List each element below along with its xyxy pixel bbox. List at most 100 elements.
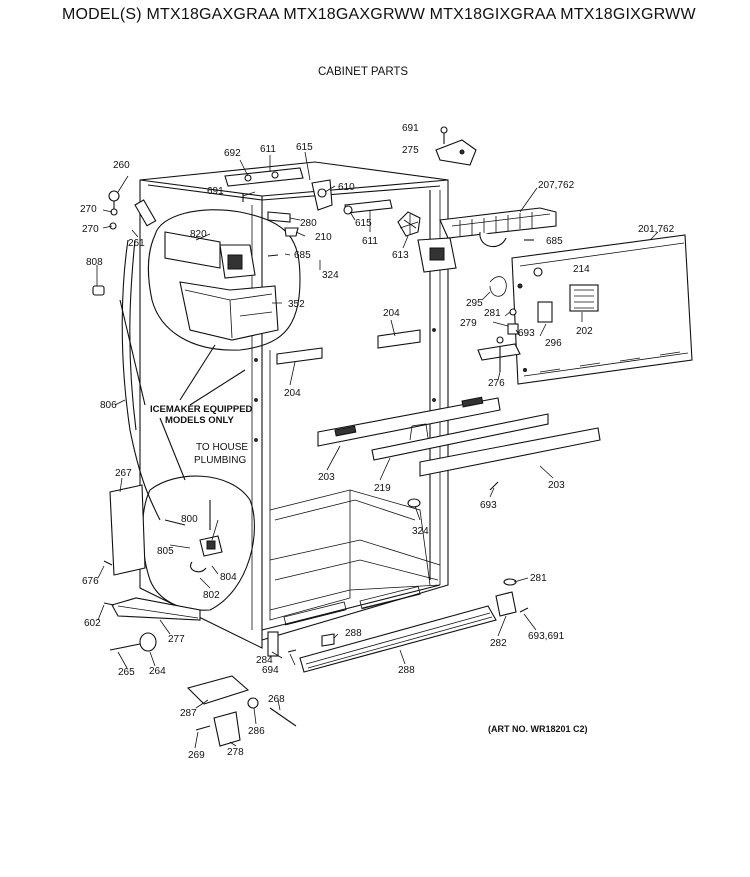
- part-288-grille: [299, 605, 497, 673]
- callout-808: 808: [86, 257, 103, 268]
- icemaker-outline: [147, 209, 301, 351]
- callout-278: 278: [227, 747, 244, 758]
- part-613-fan: [397, 211, 457, 273]
- callout-269: 269: [188, 750, 205, 761]
- part-284: [267, 631, 279, 657]
- callout-203-right: 203: [548, 480, 565, 491]
- callout-282: 282: [490, 638, 507, 649]
- section-title: CABINET PARTS: [318, 66, 409, 78]
- callout-296: 296: [545, 338, 562, 349]
- part-277: [111, 597, 201, 621]
- screw-693-mid: [489, 481, 499, 491]
- fill-tube: [121, 239, 161, 521]
- tube-261: [134, 199, 157, 227]
- plumbing-note-line2: PLUMBING: [194, 455, 246, 466]
- callout-352: 352: [288, 299, 305, 310]
- callout-685-right: 685: [546, 236, 563, 247]
- callout-277: 277: [168, 634, 185, 645]
- cabinet-shell: [139, 161, 449, 649]
- callout-203-left: 203: [318, 472, 335, 483]
- part-288-clip: [321, 633, 335, 647]
- callout-280: 280: [300, 218, 317, 229]
- water-valve-parts: [164, 500, 223, 573]
- rail-203-right: [419, 427, 601, 477]
- part-281-top: [509, 308, 517, 316]
- callout-685-mid: 685: [294, 250, 311, 261]
- part-267-panel: [109, 484, 146, 576]
- part-287-plate: [186, 675, 250, 705]
- callout-202: 202: [576, 326, 593, 337]
- callout-691-left: 691: [207, 186, 224, 197]
- callout-804: 804: [220, 572, 237, 583]
- part-204-right: [377, 329, 421, 349]
- callout-693-691: 693,691: [528, 631, 565, 642]
- models-header: MODEL(S) MTX18GAXGRAA MTX18GAXGRWW MTX18…: [62, 6, 696, 23]
- callout-214: 214: [573, 264, 590, 275]
- rail-203-left: [317, 396, 501, 447]
- part-269-screw: [195, 725, 211, 731]
- note-arrow-2: [189, 369, 246, 406]
- callout-275: 275: [402, 145, 419, 156]
- callout-279: 279: [460, 318, 477, 329]
- callout-260: 260: [113, 160, 130, 171]
- part-260: [108, 190, 120, 230]
- part-264-roller: [139, 632, 157, 652]
- callout-287: 287: [180, 708, 197, 719]
- callout-615-top: 615: [296, 142, 313, 153]
- top-hinge-parts: [224, 167, 393, 237]
- callout-276: 276: [488, 378, 505, 389]
- plumbing-note-line1: TO HOUSE: [196, 442, 248, 453]
- callout-281-top: 281: [484, 308, 501, 319]
- callout-615-mid: 615: [355, 218, 372, 229]
- callout-265: 265: [118, 667, 135, 678]
- leader-lines: [96, 151, 659, 749]
- callout-800: 800: [181, 514, 198, 525]
- callout-694: 694: [262, 665, 279, 676]
- callout-267: 267: [115, 468, 132, 479]
- part-808: [92, 285, 105, 296]
- callout-613: 613: [392, 250, 409, 261]
- part-282: [495, 591, 517, 617]
- callout-611-top: 611: [260, 144, 276, 155]
- callout-324-bot: 324: [412, 526, 429, 537]
- callout-611-mid: 611: [362, 236, 378, 247]
- callout-691-top: 691: [402, 123, 419, 134]
- callout-219: 219: [374, 483, 391, 494]
- part-204-left: [276, 347, 323, 365]
- callout-610: 610: [338, 182, 355, 193]
- part-265-rod: [109, 643, 141, 651]
- callout-284: 284: [256, 655, 273, 666]
- part-268-screw: [269, 707, 297, 727]
- callout-693-mid: 693: [480, 500, 497, 511]
- callout-802: 802: [203, 590, 220, 601]
- callout-324-top: 324: [322, 270, 339, 281]
- callout-692: 692: [224, 148, 241, 159]
- callout-201-762: 201,762: [638, 224, 675, 235]
- note-arrow-4: [119, 299, 146, 406]
- note-arrow-1: [179, 344, 216, 401]
- art-number: (ART NO. WR18201 C2): [488, 724, 588, 734]
- rail-219: [371, 413, 549, 461]
- icemaker-note-line1: ICEMAKER EQUIPPED: [150, 404, 253, 415]
- fill-tube-inner: [129, 239, 137, 431]
- part-286: [247, 697, 259, 709]
- callout-602: 602: [84, 618, 101, 629]
- part-278-leg: [213, 711, 241, 747]
- part-279: [507, 323, 519, 335]
- screw-694: [287, 649, 297, 653]
- callout-204-right: 204: [383, 308, 400, 319]
- callout-207-762: 207,762: [538, 180, 575, 191]
- callout-676: 676: [82, 576, 99, 587]
- part-207-duct: [439, 207, 557, 248]
- water-valve-outline: [141, 475, 255, 611]
- part-275-hinge: [435, 126, 477, 166]
- note-arrow-3: [159, 417, 186, 481]
- screw-693-691: [519, 607, 529, 613]
- callout-820: 820: [190, 229, 207, 240]
- callout-261: 261: [128, 238, 145, 249]
- part-276-bracket: [477, 336, 521, 372]
- callout-281-bot: 281: [530, 573, 547, 584]
- callout-288-a: 288: [345, 628, 362, 639]
- callout-806: 806: [100, 400, 117, 411]
